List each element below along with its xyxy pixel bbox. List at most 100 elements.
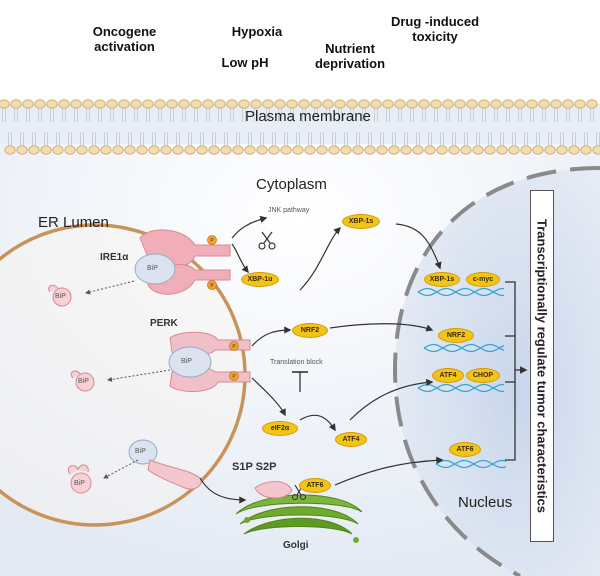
bip-release-arrow-2 [107,369,171,382]
lipid-head [508,145,520,155]
svg-text:P: P [232,374,236,380]
atf6-sensor [128,439,202,490]
lipid-head [484,145,496,155]
lipid-head [190,99,202,109]
lipid-head [208,145,220,155]
lipid-head [4,145,16,155]
lipid-head [358,99,370,109]
lipid-head [166,99,178,109]
perk-to-nrf2-arrow [251,326,292,347]
lipid-head [580,145,592,155]
atf4-molecule: ATF4 [335,432,367,447]
golgi-apparatus [235,481,363,543]
lipid-head [298,99,310,109]
bip-release-arrow-3 [103,459,139,479]
lipid-head [64,145,76,155]
dna-strand [417,287,505,297]
stress-hypoxia: Hypoxia [231,24,283,39]
lipid-head [478,99,490,109]
bip-released-1: BiP [55,293,66,300]
chop-molecule: CHOP [466,368,500,383]
atf6-golgi-molecule: ATF6 [299,478,331,493]
dna-strand [417,383,505,393]
lipid-head [100,145,112,155]
lipid-head [370,99,382,109]
bip-bound-perk: BiP [181,358,192,365]
lipid-head [448,145,460,155]
lipid-head [496,145,508,155]
lipid-head [556,145,568,155]
lipid-head [304,145,316,155]
lipid-head [16,145,28,155]
nucleus-label: Nucleus [458,494,513,511]
cytoplasm-label: Cytoplasm [256,176,327,193]
lipid-head [46,99,58,109]
lipid-head [490,99,502,109]
lipid-head [568,145,580,155]
xbp1u-to-xbp1s-arrow [299,226,342,291]
xbp1s-to-nucleus-arrow [395,223,442,270]
eif2a-molecule: eIF2α [262,421,298,436]
lipid-head [52,145,64,155]
lipid-head [76,145,88,155]
lipid-head [256,145,268,155]
lipid-head [340,145,352,155]
lipid-head [238,99,250,109]
lipid-head [592,145,600,155]
xbp1s-molecule: XBP-1s [342,214,380,229]
lipid-head [310,99,322,109]
lipid-head [352,145,364,155]
xbp1u-molecule: XBP-1u [241,272,279,287]
lipid-head [532,145,544,155]
membrane-band [0,104,600,144]
perk-to-eif2a-arrow [251,377,286,417]
svg-text:P: P [210,238,214,244]
lipid-head [172,145,184,155]
ire1-to-xbp1u-arrow [231,243,249,274]
dna-strand [435,459,507,469]
lipid-head [316,145,328,155]
lipid-head [454,99,466,109]
lipid-head [382,99,394,109]
lipid-head [280,145,292,155]
lipid-head [544,145,556,155]
lipid-head [58,99,70,109]
lipid-head [520,145,532,155]
perk-label: PERK [150,318,178,329]
lipid-head [364,145,376,155]
lipid-head [406,99,418,109]
lipid-head [10,99,22,109]
lipid-head [574,99,586,109]
lipid-head [226,99,238,109]
lipid-head [412,145,424,155]
dna-strand [423,343,505,353]
plasma-membrane-bilayer [0,99,600,155]
released-bip-icons [48,284,95,494]
xbp1s-nuclear-molecule: XBP-1s [424,272,460,287]
ire1-label: IRE1α [100,252,129,263]
lipid-head [274,99,286,109]
dna-strand [423,343,505,353]
lipid-head [148,145,160,155]
atf4-nuclear-molecule: ATF4 [432,368,464,383]
lipid-head [196,145,208,155]
bip-bound-atf6: BiP [135,448,146,455]
lipid-head [562,99,574,109]
atf4-to-nucleus-arrow [349,378,434,421]
lipid-head [178,99,190,109]
lipid-head [292,145,304,155]
lipid-head [334,99,346,109]
lipid-head [112,145,124,155]
bip-released-3: BiP [74,480,85,487]
bip-released-2: BiP [78,378,89,385]
lipid-head [502,99,514,109]
lipid-head [388,145,400,155]
lipid-head [154,99,166,109]
ire1-to-jnk-arrow [231,215,268,239]
atf6-to-nucleus-arrow [334,456,444,486]
cmyc-molecule: c-myc [466,272,500,287]
translation-block-label: Translation block [270,359,323,366]
lipid-head [184,145,196,155]
svg-text:P: P [210,283,214,289]
